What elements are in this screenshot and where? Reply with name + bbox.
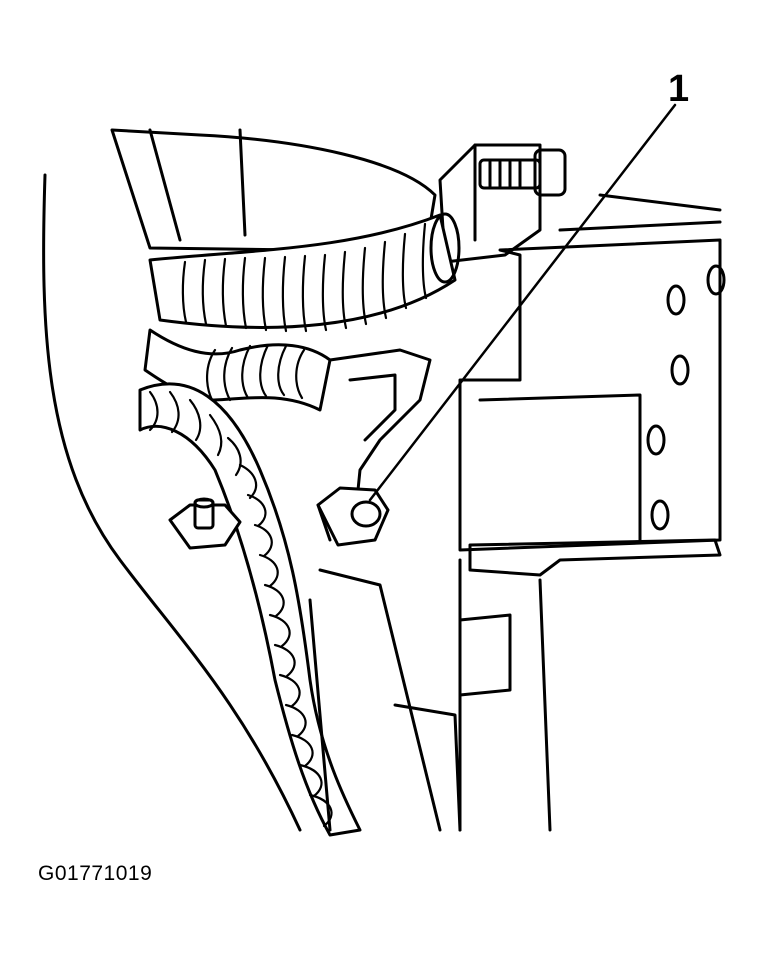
module-edge-line bbox=[598, 193, 722, 212]
left-stud bbox=[168, 497, 242, 550]
lower-harness bbox=[138, 382, 362, 837]
right-module bbox=[458, 238, 722, 552]
upper-harness bbox=[148, 212, 461, 333]
module-holes bbox=[646, 264, 726, 531]
body-panel-edge bbox=[42, 173, 302, 832]
lower-rail-2 bbox=[308, 598, 332, 832]
lower-block bbox=[458, 613, 512, 697]
lower-rail-4 bbox=[538, 578, 552, 832]
figure-id: G01771019 bbox=[38, 862, 153, 885]
center-bracket bbox=[328, 348, 432, 522]
callout-number: 1 bbox=[668, 68, 690, 110]
lower-rail-1 bbox=[318, 568, 442, 832]
top-bolt bbox=[478, 148, 567, 197]
module-top-face bbox=[558, 220, 722, 232]
lower-flange bbox=[468, 538, 722, 577]
housing-inner-line bbox=[238, 128, 247, 237]
housing-inner-line-2 bbox=[148, 128, 182, 242]
ground-nut bbox=[316, 486, 390, 547]
lower-angle bbox=[393, 703, 462, 832]
upper-housing bbox=[110, 128, 437, 252]
center-bracket-inner bbox=[348, 373, 397, 442]
module-inner-panel bbox=[478, 393, 642, 542]
callout-leader-line bbox=[368, 103, 677, 502]
